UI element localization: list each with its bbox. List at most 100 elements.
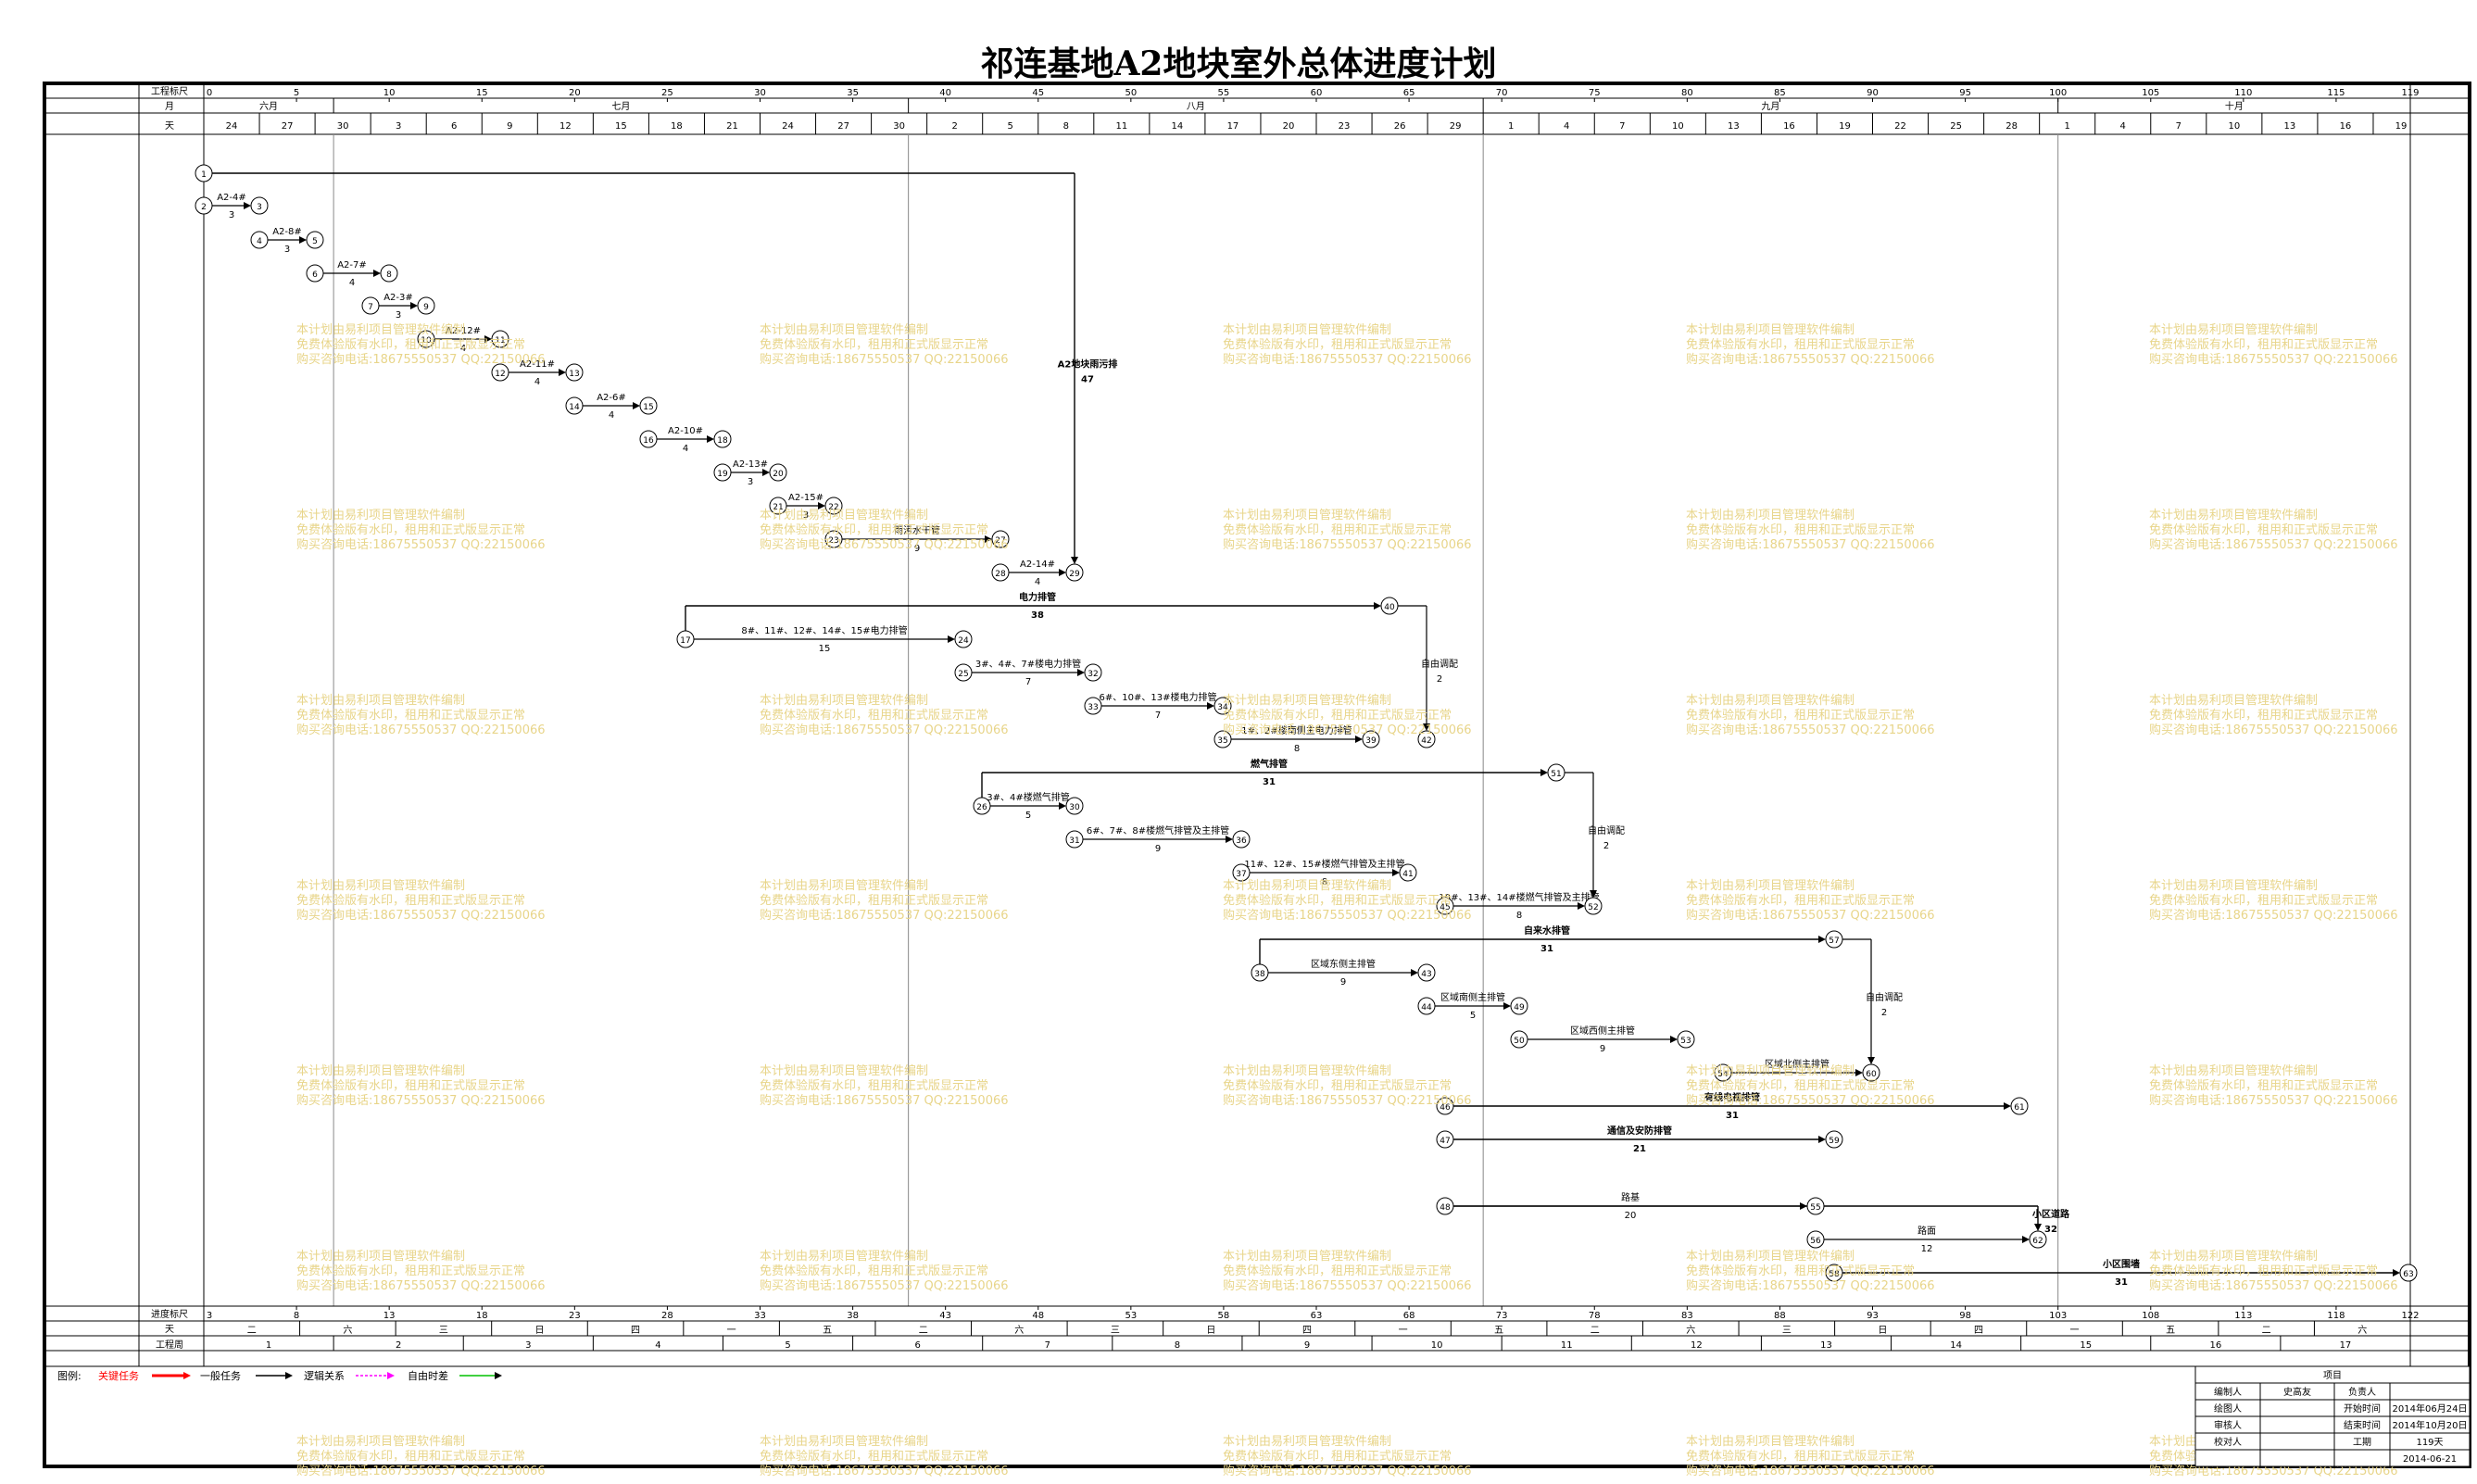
week-cell: 17 [2340, 1340, 2352, 1351]
watermark-text: 购买咨询电话:18675550537 QQ:22150066 [2149, 1464, 2398, 1478]
task-duration: 2 [1437, 674, 1442, 685]
network-node-label: 2 [201, 203, 207, 212]
network-node-label: 12 [495, 370, 505, 379]
task-label: A2-12# [446, 326, 481, 336]
watermark-text: 免费体验版有水印，租用和正式版显示正常 [1223, 1449, 1452, 1464]
watermark-text: 本计划由易利项目管理软件编制 [2149, 1064, 2318, 1078]
watermark-text: 本计划由易利项目管理软件编制 [296, 1435, 465, 1449]
network-node [2010, 1097, 2029, 1115]
network-node-label: 3 [257, 203, 262, 212]
weekday-cell: 三 [439, 1326, 448, 1336]
task-label: 自由调配 [1866, 991, 1903, 1003]
network-node [1677, 1030, 1695, 1049]
watermark-text: 购买咨询电话:18675550537 QQ:22150066 [1686, 1278, 1935, 1293]
task-duration: 4 [349, 278, 355, 288]
network-node [1436, 1097, 1454, 1115]
info-table-cell: 开始时间 [2344, 1402, 2381, 1415]
scale-tick-label: 30 [754, 88, 766, 98]
weekday-cell: 五 [823, 1326, 832, 1336]
watermark-text: 免费体验版有水印，租用和正式版显示正常 [1223, 1264, 1452, 1278]
network-node-label: 52 [1588, 903, 1598, 912]
arrow-head [1540, 769, 1548, 776]
network-node [639, 396, 658, 415]
network-node-label: 8 [386, 270, 392, 280]
network-node [1084, 697, 1102, 715]
network-node-label: 55 [1810, 1203, 1820, 1213]
watermark-text: 购买咨询电话:18675550537 QQ:22150066 [296, 352, 546, 367]
watermark-text: 购买咨询电话:18675550537 QQ:22150066 [296, 723, 546, 737]
network-node [713, 463, 732, 482]
watermark-text: 本计划由易利项目管理软件编制 [2149, 323, 2318, 337]
watermark-text: 免费体验版有水印，租用和正式版显示正常 [296, 893, 525, 908]
network-node [824, 530, 843, 548]
network-node-label: 39 [1365, 736, 1377, 746]
day-cell: 28 [2005, 121, 2018, 132]
network-node-label: 23 [828, 536, 838, 546]
network-node [2399, 1264, 2418, 1282]
weekday-cell: 六 [1014, 1325, 1024, 1336]
network-node-label: 35 [1217, 736, 1227, 746]
task-duration: 2 [1603, 841, 1609, 851]
network-node [565, 396, 584, 415]
task-duration: 31 [1263, 777, 1276, 787]
task-duration: 7 [1155, 711, 1161, 721]
network-node-label: 51 [1551, 770, 1561, 779]
watermark-text: 购买咨询电话:18675550537 QQ:22150066 [760, 352, 1009, 367]
day-cell: 4 [1564, 121, 1569, 132]
day-cell: 12 [560, 121, 572, 132]
day-cell: 23 [1339, 121, 1351, 132]
arrow-head [948, 635, 955, 643]
scale-tick-label: 85 [1774, 88, 1786, 98]
network-node-label: 4 [257, 237, 262, 246]
task-label: 区域北侧主排管 [1765, 1058, 1829, 1070]
watermark-text: 免费体验版有水印，租用和正式版显示正常 [2149, 522, 2378, 537]
network-node-label: 60 [1866, 1070, 1877, 1079]
day-cell: 10 [2228, 121, 2240, 132]
network-node [1584, 897, 1603, 915]
network-node-label: 62 [2032, 1237, 2043, 1246]
weekday-cell: 二 [919, 1326, 928, 1336]
network-node-label: 43 [1421, 970, 1431, 979]
network-node-label: 46 [1440, 1103, 1451, 1113]
network-node-label: 61 [2014, 1103, 2024, 1113]
arrow-head [1355, 736, 1363, 743]
progress-tick-label: 43 [939, 1311, 951, 1321]
day-cell: 20 [1283, 121, 1295, 132]
week-cell: 5 [785, 1340, 790, 1351]
network-node-label: 42 [1421, 736, 1431, 746]
weekday-cell: 一 [2070, 1326, 2080, 1336]
watermark-text: 本计划由易利项目管理软件编制 [1686, 694, 1855, 708]
network-node [417, 296, 435, 315]
weekday-cell: 二 [2262, 1326, 2271, 1336]
network-node [2029, 1230, 2047, 1249]
watermark-text: 本计划由易利项目管理软件编制 [760, 1435, 928, 1449]
scale-tick-label: 25 [661, 88, 673, 98]
watermark-text: 免费体验版有水印，租用和正式版显示正常 [1223, 522, 1452, 537]
task-label: 自由调配 [1588, 824, 1625, 836]
arrow-head [633, 402, 640, 409]
info-table-cell: 结束时间 [2344, 1419, 2381, 1431]
scale-label: 工程标尺 [151, 86, 188, 97]
scale-tick-label: 105 [2142, 88, 2159, 98]
network-node-label: 45 [1440, 903, 1450, 912]
watermark-text: 本计划由易利项目管理软件编制 [760, 1064, 928, 1078]
watermark-text: 本计划由易利项目管理软件编制 [1223, 1064, 1391, 1078]
watermark-text: 本计划由易利项目管理软件编制 [296, 1064, 465, 1078]
week-cell: 12 [1691, 1340, 1703, 1351]
day-cell: 7 [2176, 121, 2182, 132]
info-table-cell: 2014年06月24日 [2393, 1402, 2468, 1415]
weekday-cell: 二 [1591, 1326, 1600, 1336]
watermark-text: 购买咨询电话:18675550537 QQ:22150066 [1686, 723, 1935, 737]
network-node [361, 296, 380, 315]
network-node [491, 363, 509, 382]
task-duration: 3 [284, 245, 290, 255]
task-label: 区域西侧主排管 [1570, 1025, 1635, 1037]
arrow-head [1590, 890, 1597, 898]
task-duration: 5 [1470, 1011, 1476, 1021]
arrow-head [762, 469, 770, 476]
watermark-text: 购买咨询电话:18675550537 QQ:22150066 [296, 1093, 546, 1108]
network-node-label: 38 [1254, 970, 1265, 979]
task-duration: 47 [1081, 375, 1094, 385]
task-label: 小区围墙 [2102, 1258, 2140, 1270]
watermark-text: 购买咨询电话:18675550537 QQ:22150066 [296, 1278, 546, 1293]
